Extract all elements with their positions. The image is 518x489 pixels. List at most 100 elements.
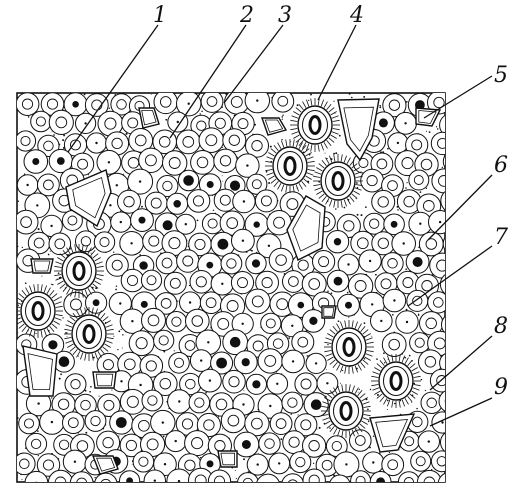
stipple-dot — [67, 336, 68, 337]
grain-outer-ring — [166, 312, 186, 332]
stipple-dot — [319, 427, 321, 429]
stipple-dot — [436, 126, 437, 127]
stipple-dot — [288, 337, 290, 339]
grain-outer-ring — [16, 93, 39, 116]
grain-outer-ring — [259, 433, 280, 454]
stipple-dot — [78, 356, 79, 357]
stipple-dot — [377, 394, 379, 396]
stipple-dot — [151, 94, 152, 95]
grain-inner-ring — [447, 279, 458, 290]
grain-center-dot — [347, 263, 349, 265]
stipple-dot — [327, 344, 328, 345]
grain — [144, 470, 165, 489]
stipple-dot — [222, 175, 223, 176]
stipple-dot — [290, 141, 291, 142]
stipple-dot — [17, 332, 18, 333]
black-core-dot — [48, 340, 57, 349]
stipple-dot — [406, 182, 407, 183]
grain — [186, 309, 210, 333]
grain-outer-ring — [49, 110, 73, 134]
stipple-dot — [383, 352, 385, 354]
stipple-dot — [165, 119, 167, 121]
black-core-dot — [207, 460, 214, 467]
grain-center-dot — [178, 480, 180, 482]
grain — [65, 374, 86, 395]
grain-inner-ring — [445, 396, 455, 406]
stipple-dot — [60, 296, 62, 298]
callout-label-5: 5 — [494, 63, 508, 88]
grain-center-dot — [188, 103, 190, 105]
grain-outer-ring — [26, 433, 47, 454]
grain — [350, 430, 372, 452]
stipple-dot — [28, 116, 30, 118]
grain — [223, 370, 246, 393]
grain — [409, 170, 429, 190]
grain-center-dot — [178, 400, 180, 402]
grain — [165, 431, 186, 452]
grain — [164, 272, 186, 294]
grain — [178, 170, 198, 190]
stipple-dot — [327, 290, 329, 292]
stipple-dot — [394, 403, 396, 405]
grain-center-dot — [242, 403, 244, 405]
grain — [143, 230, 165, 252]
grain-outer-ring — [431, 451, 452, 472]
callout-label-9: 9 — [494, 375, 508, 400]
stipple-dot — [418, 314, 420, 316]
callout-5: 5 — [424, 63, 508, 118]
grain-center-dot — [246, 164, 248, 166]
black-core-dot — [345, 302, 352, 309]
grain-center-dot — [403, 242, 405, 244]
grain — [14, 210, 38, 234]
black-core-dot — [252, 259, 260, 267]
grain — [441, 189, 465, 213]
stipple-dot — [89, 391, 91, 393]
grain-outer-ring — [14, 210, 38, 234]
grain-center-dot — [256, 99, 258, 101]
stipple-dot — [357, 214, 359, 216]
grain — [221, 253, 242, 274]
grain-outer-ring — [364, 213, 385, 234]
grain-center-dot — [345, 463, 347, 465]
grain — [371, 310, 393, 332]
void-core-ellipse — [310, 117, 320, 134]
grain-inner-ring — [449, 157, 459, 167]
grain-center-dot — [404, 122, 406, 124]
sample-panel — [13, 88, 465, 489]
grain — [246, 374, 266, 394]
grain-outer-ring — [129, 331, 154, 356]
stipple-dot — [113, 252, 114, 253]
stipple-dot — [338, 320, 340, 322]
black-core-dot — [57, 157, 65, 165]
crystal — [322, 306, 336, 318]
crystal — [218, 451, 237, 467]
stipple-dot — [371, 336, 372, 337]
grain-outer-ring — [121, 269, 144, 292]
grain — [70, 472, 93, 489]
stipple-dot — [356, 428, 357, 429]
stipple-dot — [370, 389, 371, 390]
callout-label-3: 3 — [278, 3, 292, 28]
grain-center-dot — [243, 200, 245, 202]
stipple-dot — [270, 146, 272, 148]
grain-outer-ring — [439, 390, 462, 413]
grain-center-dot — [119, 302, 121, 304]
black-core-dot — [413, 257, 423, 267]
black-core-dot — [230, 337, 241, 348]
stipple-dot — [291, 414, 292, 415]
grain-outer-ring — [261, 313, 281, 333]
stipple-dot — [351, 97, 353, 99]
grain — [120, 389, 145, 414]
grain — [383, 289, 406, 312]
grain-outer-ring — [258, 349, 282, 373]
grain-outer-ring — [443, 151, 465, 173]
grain-outer-ring — [245, 289, 270, 314]
grain-outer-ring — [187, 190, 210, 213]
stipple-dot — [17, 417, 19, 419]
grain — [245, 88, 269, 112]
callout-label-4: 4 — [349, 3, 364, 28]
stipple-dot — [25, 282, 27, 284]
stipple-dot — [379, 107, 381, 109]
grain-center-dot — [428, 440, 430, 442]
stipple-dot — [117, 349, 118, 350]
